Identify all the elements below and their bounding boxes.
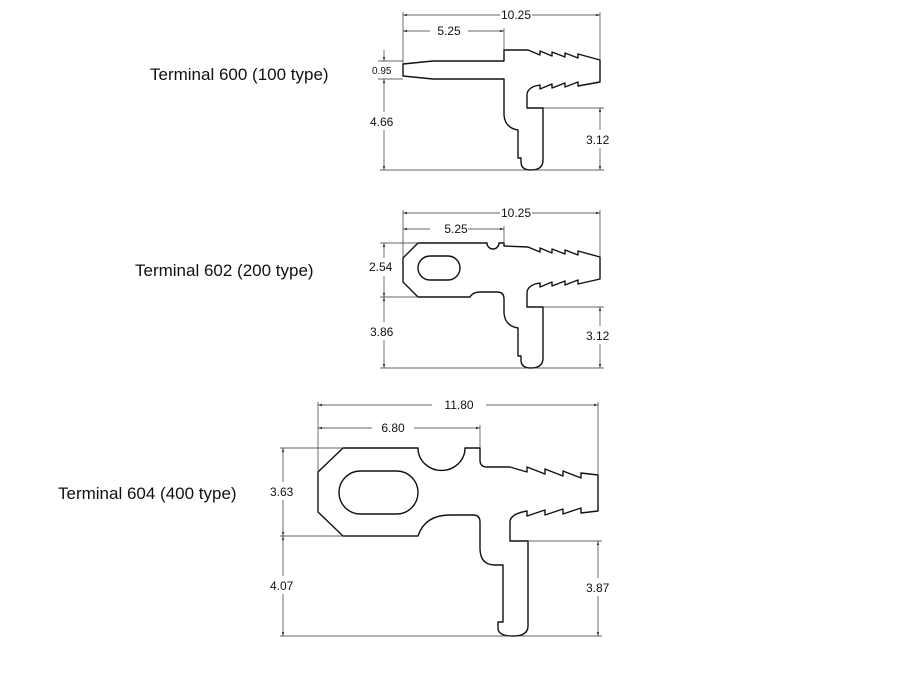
dim-overall-length: 10.25 — [501, 206, 531, 220]
dim-lug-height: 3.63 — [270, 485, 294, 499]
terminal-604: Terminal 604 (400 type) 11.80 6.80 3.63 … — [58, 398, 610, 637]
terminal-602-title: Terminal 602 (200 type) — [135, 261, 314, 280]
terminal-600-title: Terminal 600 (100 type) — [150, 65, 329, 84]
terminal-600-dimensions — [378, 12, 604, 171]
dim-overall-length: 10.25 — [501, 8, 531, 22]
dim-pin-length: 5.25 — [437, 24, 461, 38]
dim-lug-height: 2.54 — [369, 260, 393, 274]
dim-left-height: 4.66 — [370, 115, 394, 129]
terminal-600-outline — [402, 49, 601, 171]
terminal-602-hole — [417, 255, 461, 281]
terminal-602-outline — [402, 242, 601, 369]
dim-left-height: 3.86 — [370, 325, 394, 339]
dim-pin-length: 5.25 — [444, 222, 468, 236]
terminal-600: Terminal 600 (100 type) 10.25 5.25 0.95 … — [150, 8, 610, 171]
dim-right-height: 3.12 — [586, 133, 610, 147]
dim-pin-length: 6.80 — [381, 421, 405, 435]
terminal-602: Terminal 602 (200 type) 10.25 5.25 2.54 … — [135, 206, 610, 369]
dim-pin-height: 0.95 — [372, 66, 392, 77]
terminal-604-outline — [317, 447, 599, 637]
terminal-602-dimensions — [380, 210, 604, 369]
dim-overall-length: 11.80 — [444, 398, 473, 412]
terminal-604-title: Terminal 604 (400 type) — [58, 484, 237, 503]
dim-left-height: 4.07 — [270, 579, 294, 593]
terminal-604-dimensions — [280, 402, 602, 637]
dim-right-height: 3.87 — [586, 581, 610, 595]
terminal-604-hole — [338, 470, 419, 515]
dim-right-height: 3.12 — [586, 329, 610, 343]
